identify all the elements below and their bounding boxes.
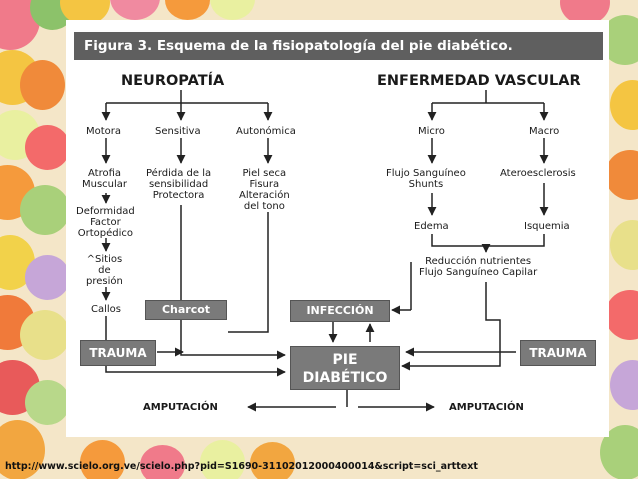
node-edema: Edema [414, 221, 449, 232]
label-amputacion-left: AMPUTACIÓN [143, 402, 218, 413]
node-isquemia: Isquemia [524, 221, 570, 232]
node-motora: Motora [86, 126, 122, 137]
box-infeccion: INFECCIÓN [290, 300, 390, 322]
node-sensitiva: Sensitiva [155, 126, 201, 137]
label-amputacion-right: AMPUTACIÓN [449, 402, 524, 413]
figure-title: Figura 3. Esquema de la fisiopatología d… [74, 32, 603, 60]
node-autonomica: Autonómica [236, 126, 296, 137]
node-micro: Micro [418, 126, 445, 137]
heading-enfermedad-vascular: ENFERMEDAD VASCULAR [377, 73, 581, 89]
source-url: http://www.scielo.org.ve/scielo.php?pid=… [5, 461, 478, 472]
box-trauma-right: TRAUMA [520, 340, 596, 366]
node-ateroesclerosis: Ateroesclerosis [500, 168, 576, 179]
box-trauma-left: TRAUMA [80, 340, 156, 366]
heading-neuropatia: NEUROPATÍA [121, 73, 225, 89]
node-callos: Callos [91, 304, 121, 315]
node-macro: Macro [529, 126, 560, 137]
box-charcot: Charcot [145, 300, 227, 320]
